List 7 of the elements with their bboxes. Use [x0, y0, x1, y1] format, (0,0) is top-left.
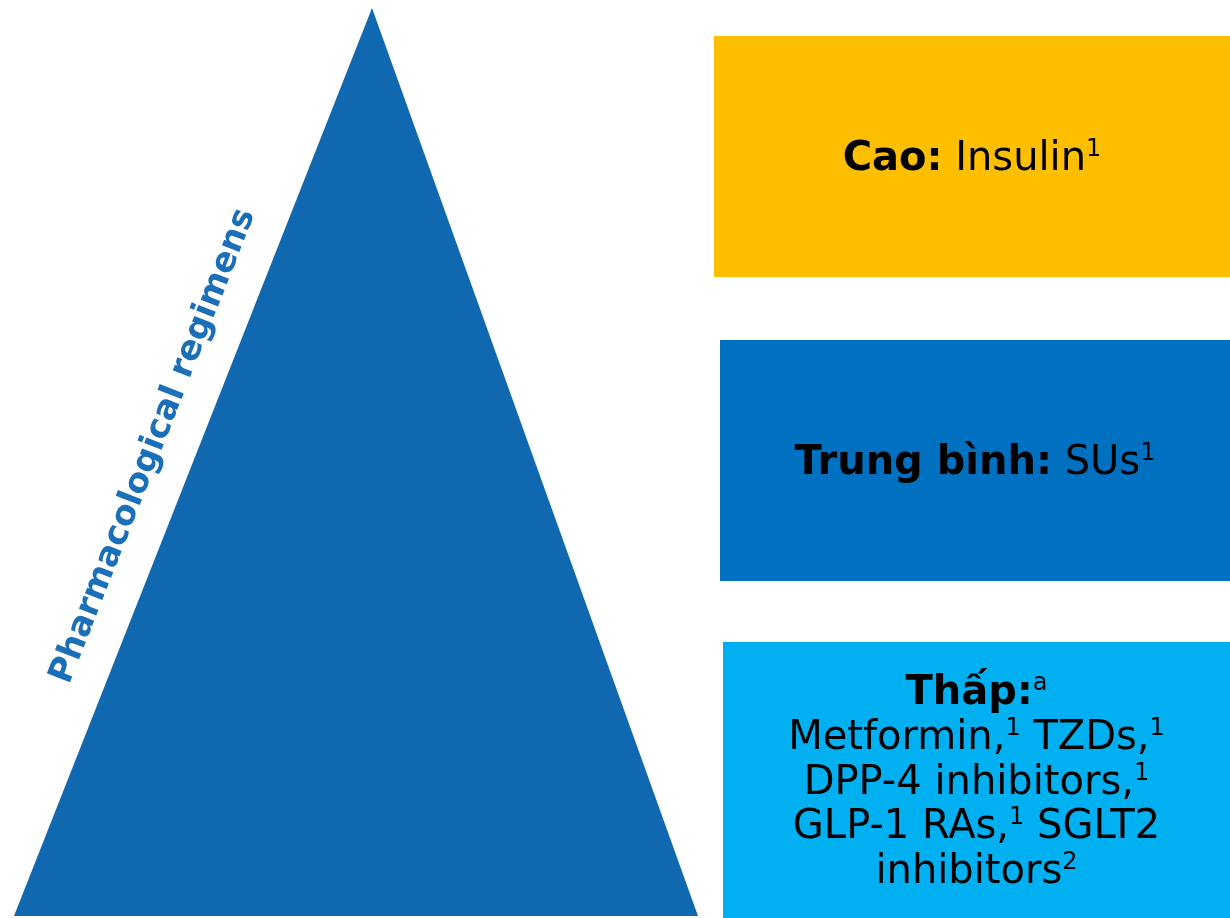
- level-box: [714, 36, 1230, 277]
- level-box: [723, 642, 1230, 918]
- level-heading: Cao: Insulin$^{1}$: [842, 134, 1102, 179]
- level-heading: Trung bình: SUs$^{1}$: [794, 438, 1156, 483]
- level-heading: Thấp:$^{a}$: [905, 668, 1048, 713]
- level-box: [720, 340, 1230, 581]
- drug-list: Metformin,$^{1}$ TZDs,$^{1}$ DPP-4 inhibitors,$^{1}$ GLP-1 RAs,$^{1}$ SGLT2 inhibitors$^{2}$: [764, 712, 1189, 892]
